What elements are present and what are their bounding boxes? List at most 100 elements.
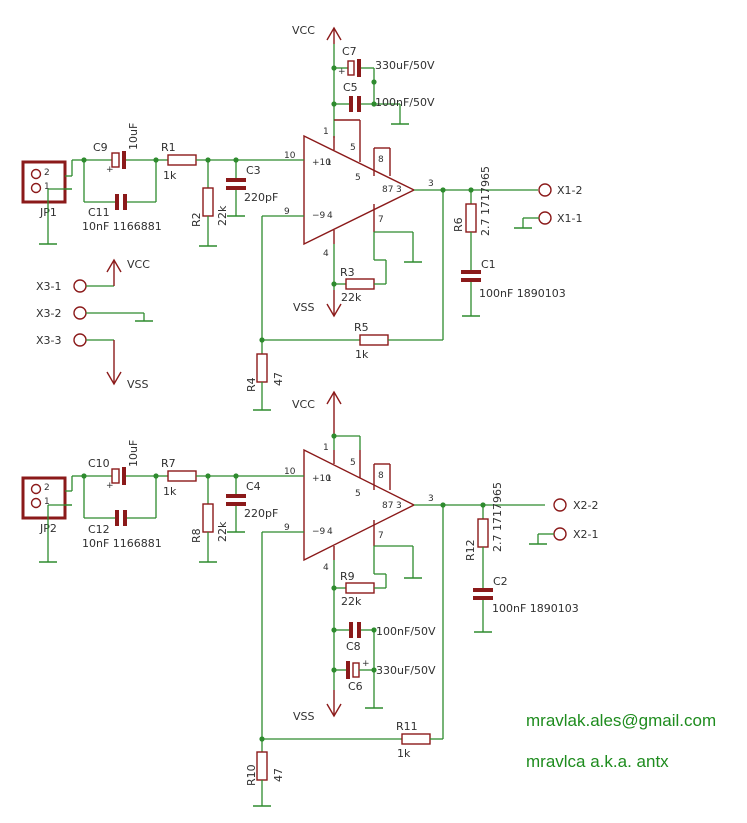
svg-text:4: 4 <box>323 249 329 259</box>
capacitor-c7: + C7 330uF/50V <box>334 45 435 82</box>
svg-text:2: 2 <box>44 483 50 493</box>
svg-text:7: 7 <box>378 531 384 541</box>
svg-text:VCC: VCC <box>292 398 315 411</box>
svg-text:X1-1: X1-1 <box>557 212 583 225</box>
channel-top: VCC + C7 330uF/50V C5 100nF/50V <box>21 24 583 411</box>
svg-text:+10: +10 <box>312 474 331 484</box>
resistor-r2: R2 22k <box>190 160 229 247</box>
capacitor-c10: + C10 10uF <box>84 440 156 491</box>
capacitor-c9: + C9 10uF <box>84 123 156 175</box>
svg-text:R12: R12 <box>464 539 477 561</box>
output-terminal-x2-2: X2-2 <box>553 498 599 512</box>
resistor-r1: R1 1k <box>156 141 304 182</box>
svg-text:330uF/50V: 330uF/50V <box>375 59 435 72</box>
svg-text:C4: C4 <box>246 480 261 493</box>
svg-text:100nF/50V: 100nF/50V <box>375 96 435 109</box>
svg-text:C6: C6 <box>348 680 363 693</box>
svg-text:C3: C3 <box>246 164 261 177</box>
vcc-symbol-bottom: VCC <box>292 390 342 434</box>
svg-text:220pF: 220pF <box>244 191 278 204</box>
svg-text:+: + <box>362 659 370 669</box>
svg-text:C1: C1 <box>481 258 496 271</box>
svg-text:X2-1: X2-1 <box>573 528 599 541</box>
svg-text:C2: C2 <box>493 575 508 588</box>
svg-text:X2-2: X2-2 <box>573 499 599 512</box>
svg-text:9: 9 <box>284 523 290 533</box>
resistor-r11: R11 1k <box>262 720 443 760</box>
svg-text:1k: 1k <box>355 348 369 361</box>
vcc-symbol-top: VCC <box>292 24 342 44</box>
terminal-x3-2: X3-2 <box>36 306 153 322</box>
svg-text:3: 3 <box>396 501 402 511</box>
resistor-r3: R3 22k <box>333 232 387 304</box>
vcc-label: VCC <box>292 24 315 37</box>
output-terminal-x2-1: X2-1 <box>529 527 599 545</box>
svg-text:3: 3 <box>396 185 402 195</box>
svg-text:VSS: VSS <box>293 710 315 723</box>
resistor-r4: R4 47 <box>245 353 285 411</box>
svg-text:4: 4 <box>327 211 333 221</box>
svg-text:10nF 1166881: 10nF 1166881 <box>82 220 162 233</box>
svg-text:VSS: VSS <box>127 378 149 391</box>
svg-text:R7: R7 <box>161 457 176 470</box>
author-email: mravlak.ales@gmail.com <box>526 711 716 730</box>
svg-text:−9: −9 <box>312 211 326 221</box>
amplifier-bottom: +10 −9 1 1 5 5 8 87 3 7 4 4 <box>303 443 416 573</box>
vss-symbol-top: VSS <box>293 290 342 318</box>
svg-text:1k: 1k <box>397 747 411 760</box>
terminal-x3-1: X3-1 VCC <box>36 258 150 293</box>
svg-text:C9: C9 <box>93 141 108 154</box>
svg-text:R6: R6 <box>452 217 465 232</box>
capacitor-c1: C1 100nF 1890103 <box>461 258 566 317</box>
svg-text:1k: 1k <box>163 485 177 498</box>
resistor-r8: R8 22k <box>190 476 229 563</box>
resistor-r6: R6 2.7 1717965 <box>452 166 492 270</box>
svg-text:1: 1 <box>323 127 329 137</box>
svg-text:R11: R11 <box>396 720 418 733</box>
svg-text:1: 1 <box>44 497 50 507</box>
svg-text:3: 3 <box>428 179 434 189</box>
svg-text:10nF 1166881: 10nF 1166881 <box>82 537 162 550</box>
svg-text:1k: 1k <box>163 169 177 182</box>
svg-text:3: 3 <box>428 494 434 504</box>
svg-text:C7: C7 <box>342 45 357 58</box>
svg-text:9: 9 <box>284 207 290 217</box>
svg-text:22k: 22k <box>216 205 229 226</box>
svg-text:47: 47 <box>272 372 285 386</box>
svg-text:VSS: VSS <box>293 301 315 314</box>
svg-text:100nF/50V: 100nF/50V <box>376 625 436 638</box>
svg-text:R10: R10 <box>245 764 258 786</box>
svg-text:+10: +10 <box>312 158 331 168</box>
svg-text:VCC: VCC <box>127 258 150 271</box>
svg-text:R4: R4 <box>245 377 258 392</box>
resistor-r12: R12 2.7 1717965 <box>464 482 504 588</box>
power-connector: X3-1 VCC X3-2 X3-3 VSS <box>36 258 153 391</box>
svg-text:+: + <box>106 481 114 491</box>
svg-text:4: 4 <box>323 563 329 573</box>
capacitor-c11: C11 10nF 1166881 <box>82 160 162 233</box>
svg-text:2.7 1717965: 2.7 1717965 <box>491 482 504 552</box>
svg-text:5: 5 <box>350 458 356 468</box>
svg-text:C11: C11 <box>88 206 110 219</box>
svg-text:1: 1 <box>323 443 329 453</box>
output-terminal-x1-1: X1-1 <box>514 211 583 229</box>
svg-text:R3: R3 <box>340 266 355 279</box>
svg-text:8: 8 <box>378 471 384 481</box>
svg-text:X1-2: X1-2 <box>557 184 583 197</box>
svg-text:10: 10 <box>284 467 296 477</box>
svg-text:R5: R5 <box>354 321 369 334</box>
capacitor-c2: C2 100nF 1890103 <box>473 575 579 633</box>
channel-bottom: VCC +10 −9 1 1 5 5 8 87 3 7 4 4 <box>21 390 599 807</box>
vss-symbol-bottom: VSS <box>293 690 342 723</box>
svg-text:X3-1: X3-1 <box>36 280 62 293</box>
svg-text:1: 1 <box>44 182 50 192</box>
capacitor-c12: C12 10nF 1166881 <box>82 476 162 550</box>
svg-text:220pF: 220pF <box>244 507 278 520</box>
svg-text:5: 5 <box>355 173 361 183</box>
svg-text:X3-2: X3-2 <box>36 307 62 320</box>
svg-text:X3-3: X3-3 <box>36 334 62 347</box>
svg-text:10uF: 10uF <box>127 440 140 467</box>
svg-text:1: 1 <box>326 158 332 168</box>
output-terminal-x1-2: X1-2 <box>538 183 583 197</box>
